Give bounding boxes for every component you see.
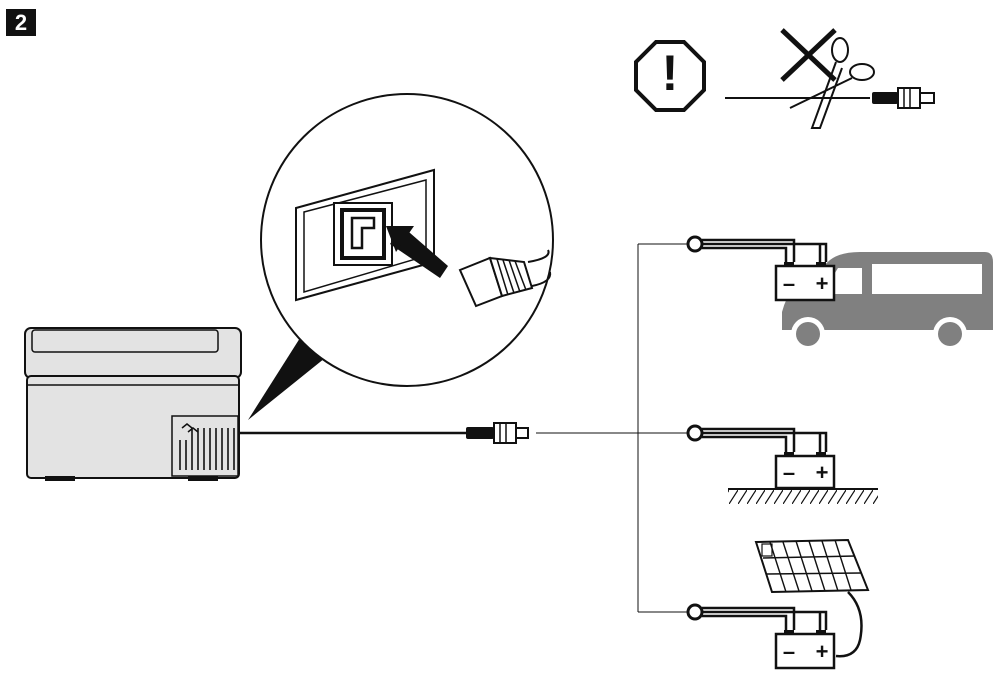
solar-panel-icon — [754, 538, 870, 594]
warning-exclamation: ! — [662, 45, 679, 101]
cool-box-device — [24, 327, 242, 481]
ground-icon — [728, 488, 878, 504]
warning-octagon-icon: ! — [634, 40, 706, 112]
solar-battery-source: – + — [686, 538, 870, 670]
cigarette-plug-icon — [466, 422, 529, 444]
cigarette-plug-icon — [872, 87, 935, 109]
battery-icon: – + — [774, 630, 836, 670]
battery-icon: – + — [774, 262, 836, 302]
battery-minus-label: – — [783, 271, 795, 296]
battery-minus-label: – — [783, 460, 795, 485]
do-not-cut-scissors-icon — [725, 28, 935, 129]
distribution-lines — [536, 243, 688, 613]
battery-icon: – + — [774, 452, 836, 490]
figure-number-badge: 2 — [6, 9, 36, 36]
battery-minus-label: – — [783, 639, 795, 664]
stationary-battery-source: – + — [686, 424, 878, 504]
vehicle-battery-source: – + — [686, 235, 993, 351]
dc-connector-icon — [458, 249, 552, 308]
battery-plus-label: + — [816, 271, 829, 296]
battery-plus-label: + — [816, 460, 829, 485]
vent-grille — [179, 428, 235, 470]
brand-logo-icon — [181, 423, 199, 433]
battery-plus-label: + — [816, 639, 829, 664]
socket-detail-magnifier — [248, 93, 554, 420]
